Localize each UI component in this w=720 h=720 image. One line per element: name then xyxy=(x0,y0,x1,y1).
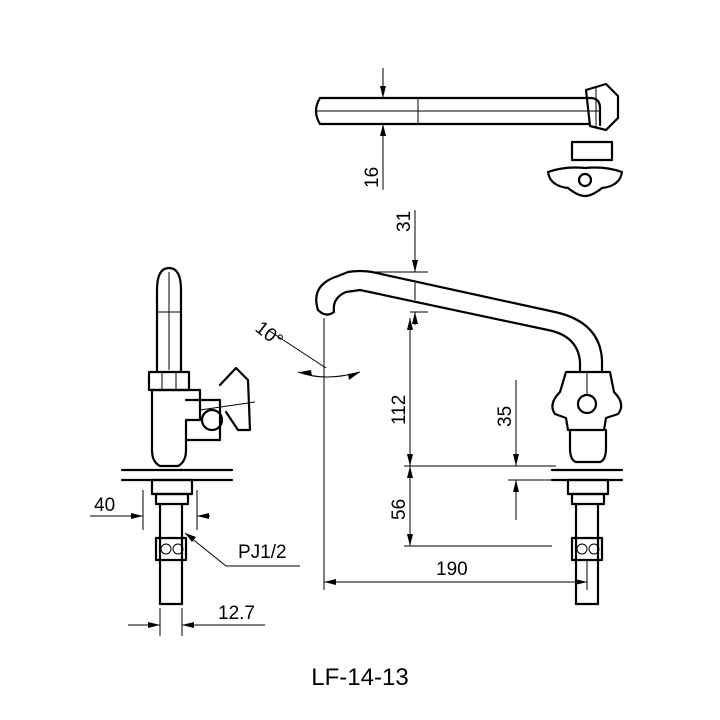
front-view xyxy=(315,269,624,606)
dim-thread: PJ1/2 xyxy=(184,532,300,567)
top-view xyxy=(314,82,624,198)
dim-spout-to-body: 112 xyxy=(389,318,556,467)
dim-body-height: 56 xyxy=(389,466,552,547)
dim-pipe-diameter: 16 xyxy=(362,68,386,190)
dim-label-body-height: 56 xyxy=(389,499,410,520)
dim-label-base-width: 40 xyxy=(94,495,115,516)
dim-label-spout-height-offset: 31 xyxy=(394,211,415,232)
dim-label-handle-height: 35 xyxy=(495,406,516,427)
dim-label-thread: PJ1/2 xyxy=(238,542,287,563)
dim-spout-angle: 10° xyxy=(251,317,361,380)
dim-spout-height-offset: 31 xyxy=(372,210,428,325)
dim-label-shank-diameter: 12.7 xyxy=(218,603,255,624)
dim-label-spout-angle: 10° xyxy=(251,317,287,351)
side-view xyxy=(120,266,256,606)
dim-shank-diameter: 12.7 xyxy=(128,603,265,636)
dim-base-width: 40 xyxy=(90,490,210,530)
model-number: LF-14-13 xyxy=(311,664,409,691)
dim-handle-height: 35 xyxy=(495,380,552,520)
dim-label-pipe-diameter: 16 xyxy=(362,167,383,188)
dim-label-spout-to-body: 112 xyxy=(389,395,410,425)
dim-label-reach: 190 xyxy=(436,559,468,580)
dim-reach: 190 xyxy=(324,559,588,590)
